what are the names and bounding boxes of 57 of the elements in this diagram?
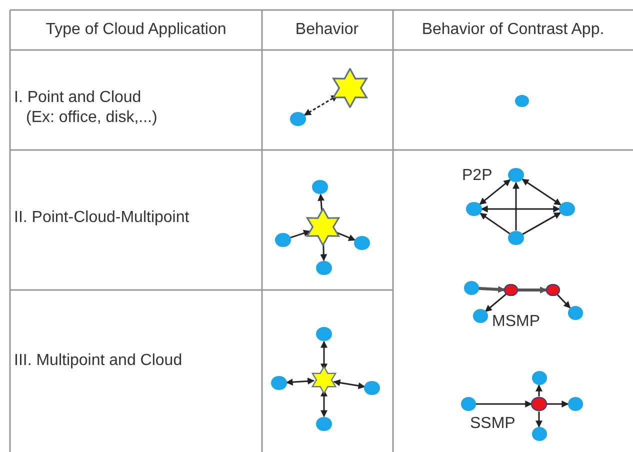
column-header: Behavior	[295, 20, 359, 40]
arrow	[286, 378, 315, 386]
endpoint-dot	[559, 202, 575, 216]
endpoint-dot	[568, 306, 582, 320]
endpoint-dot	[515, 94, 529, 108]
arrow	[546, 400, 569, 408]
star-node	[304, 208, 342, 246]
endpoint-dot	[532, 371, 546, 385]
endpoint-dot	[460, 397, 476, 411]
endpoint-dot	[464, 281, 478, 295]
endpoint-dot	[472, 309, 488, 323]
endpoint-dot	[316, 260, 332, 276]
relay-dot	[531, 396, 547, 412]
arrow	[290, 230, 311, 238]
arrow	[518, 286, 548, 294]
arrow	[512, 182, 520, 230]
relay-dot	[504, 284, 518, 296]
arrow	[480, 206, 560, 212]
diagram-label: MSMP	[492, 312, 540, 332]
arrow	[475, 400, 532, 408]
star-node	[310, 366, 338, 394]
arrow	[480, 212, 510, 234]
arrow	[318, 194, 325, 214]
arrow	[536, 384, 542, 396]
endpoint-dot	[312, 180, 328, 194]
diagram-label: SSMP	[470, 414, 516, 434]
arrow	[536, 412, 542, 428]
arrow	[478, 286, 506, 293]
arrow	[333, 379, 366, 390]
arrow	[484, 294, 506, 312]
endpoint-dot	[354, 236, 370, 250]
diagram-label: P2P	[462, 166, 492, 186]
arrow	[335, 232, 356, 241]
arrow	[522, 178, 562, 206]
row-title: I. Point and Cloud	[14, 88, 142, 108]
arrow	[522, 212, 562, 235]
arrow	[556, 294, 571, 308]
endpoint-dot	[508, 230, 524, 246]
endpoint-dot	[290, 112, 306, 126]
endpoint-dot	[316, 416, 332, 432]
endpoint-dot	[508, 168, 524, 182]
endpoint-dot	[364, 380, 380, 396]
endpoint-dot	[316, 326, 332, 342]
relay-dot	[546, 284, 560, 296]
row-title: III. Multipoint and Cloud	[14, 351, 182, 371]
star-node	[330, 68, 370, 108]
endpoint-dot	[568, 397, 582, 411]
column-header: Behavior of Contrast App.	[422, 20, 604, 40]
row-title: II. Point-Cloud-Multipoint	[14, 208, 190, 228]
endpoint-dot	[466, 202, 482, 216]
column-header: Type of Cloud Application	[46, 20, 226, 40]
endpoint-dot	[275, 232, 291, 248]
arrow	[479, 179, 511, 205]
endpoint-dot	[532, 427, 546, 441]
arrow	[304, 94, 338, 116]
example-note: (Ex: office, disk,...)	[26, 108, 158, 128]
endpoint-dot	[271, 376, 287, 390]
